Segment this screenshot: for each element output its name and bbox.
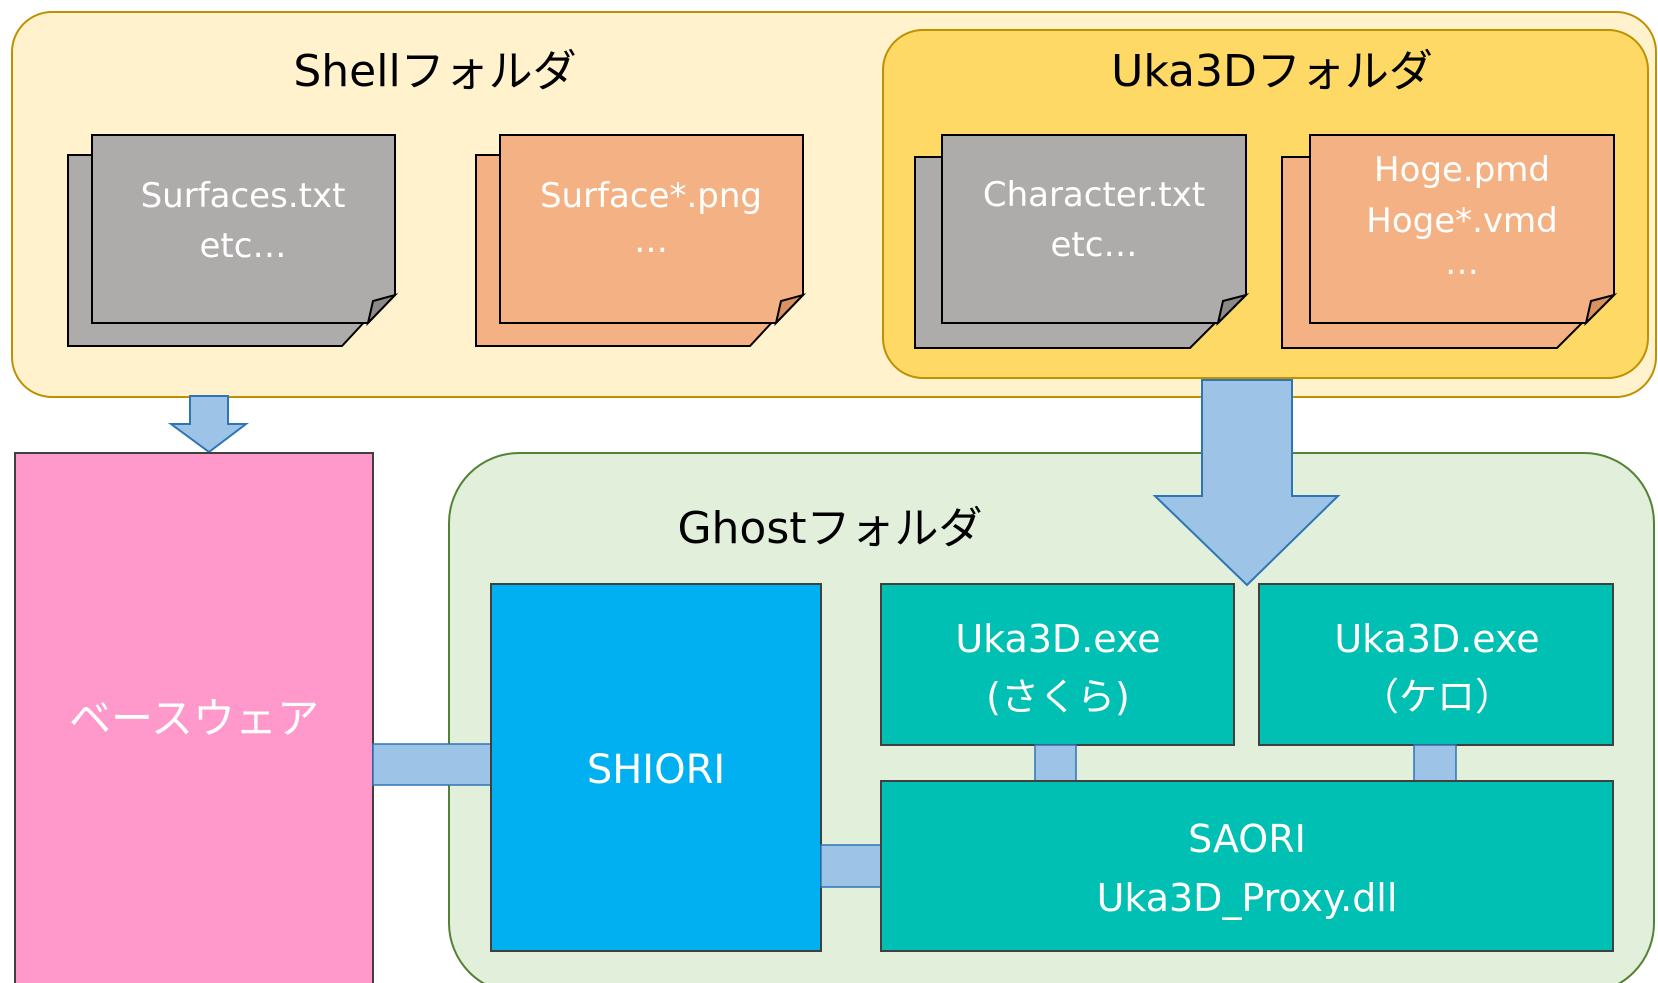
surfaces-file-stack: Surfaces.txt etc…: [67, 134, 399, 347]
uka3d-exe-sakura-label-1: Uka3D.exe: [955, 617, 1160, 661]
character-file-label-1: Character.txt: [983, 175, 1205, 215]
shell-folder-title: Shellフォルダ: [293, 46, 576, 97]
uka3d-exe-kero-label-1: Uka3D.exe: [1334, 617, 1539, 661]
uka3d-exe-kero-label-2: （ケロ）: [1361, 675, 1513, 719]
uka3d-folder-title: Uka3Dフォルダ: [1111, 46, 1433, 97]
ghost-folder-title: Ghostフォルダ: [677, 503, 982, 554]
saori-label-1: SAORI: [1188, 817, 1306, 861]
model-file-label-3: …: [1445, 243, 1479, 283]
model-file-stack: Hoge.pmd Hoge*.vmd …: [1281, 134, 1618, 349]
baseware-box: [14, 452, 374, 983]
surface-png-file-stack: Surface*.png …: [475, 134, 807, 347]
model-file-label-1: Hoge.pmd: [1374, 150, 1550, 190]
baseware-shiori-connector: [372, 743, 493, 786]
shiori-label: SHIORI: [587, 747, 725, 793]
surface-png-label-2: …: [634, 221, 668, 261]
model-file-label-2: Hoge*.vmd: [1366, 201, 1558, 241]
shell-to-baseware-arrow: [167, 395, 249, 454]
surfaces-file-label-1: Surfaces.txt: [141, 176, 346, 216]
baseware-label: ベースウェア: [69, 694, 319, 743]
surface-png-label-1: Surface*.png: [540, 176, 762, 216]
saori-box: [880, 780, 1614, 952]
uka3d-exe-sakura-box: [880, 583, 1235, 746]
uka3d-to-ghost-arrow: [1152, 379, 1341, 587]
shiori-box: [490, 583, 822, 952]
character-file-stack: Character.txt etc…: [914, 134, 1250, 349]
kero-saori-connector: [1413, 744, 1457, 782]
surfaces-file-label-2: etc…: [200, 226, 287, 266]
uka3d-exe-sakura-label-2: (さくら): [986, 675, 1130, 719]
character-file-label-2: etc…: [1051, 225, 1138, 265]
sakura-saori-connector: [1034, 744, 1077, 782]
uka3d-exe-kero-box: [1258, 583, 1614, 746]
saori-label-2: Uka3D_Proxy.dll: [1097, 876, 1398, 920]
shiori-saori-connector: [820, 844, 882, 888]
